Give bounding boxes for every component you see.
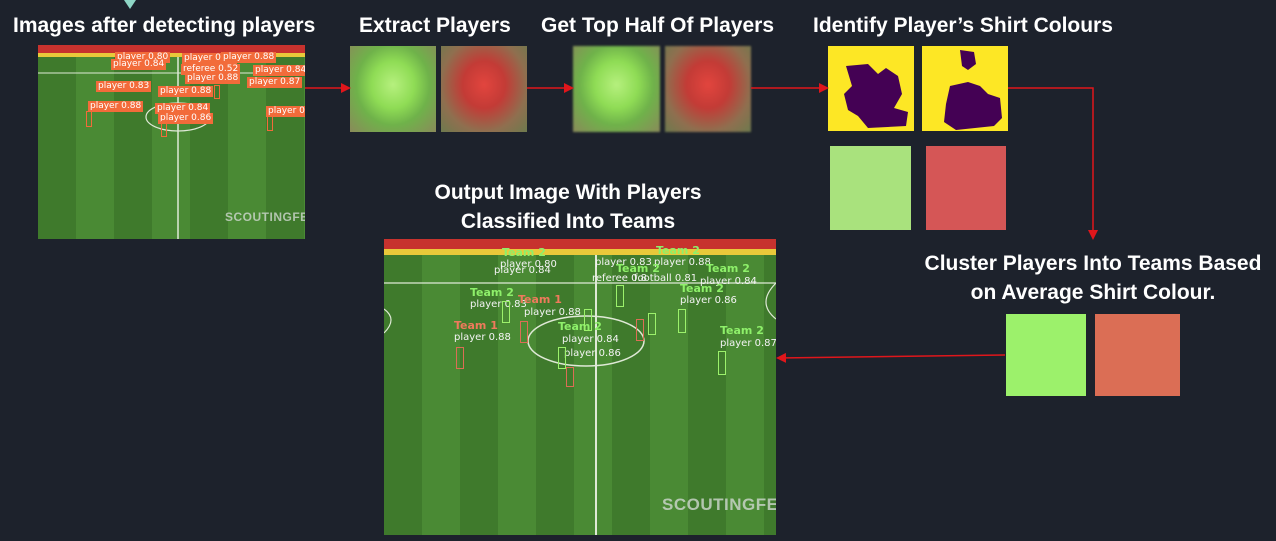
score-label: football 0.81 bbox=[634, 273, 698, 284]
shirt-mask-red-player bbox=[922, 46, 1008, 131]
team-label: Team 2 bbox=[558, 320, 602, 333]
output-teams-image: Team 2 player 0.80 player 0.84 Team 2 pl… bbox=[384, 239, 776, 535]
watermark: SCOUTINGFEED bbox=[662, 495, 776, 514]
team-green-box bbox=[502, 301, 510, 323]
avg-colour-green-swatch bbox=[830, 146, 911, 230]
player-box bbox=[86, 111, 92, 127]
detection-label: player 0.88 bbox=[158, 86, 214, 97]
title-top-half: Get Top Half Of Players bbox=[541, 14, 774, 37]
player-box bbox=[214, 85, 220, 99]
team-label: Team 1 bbox=[454, 319, 498, 332]
team-green-box bbox=[718, 351, 726, 375]
score-label: player 0.88 bbox=[524, 307, 581, 318]
score-label: player 0.83 bbox=[470, 299, 527, 310]
team-red-box bbox=[456, 347, 464, 369]
title-identify: Identify Player’s Shirt Colours bbox=[813, 14, 1113, 37]
detection-label: player 0.88 bbox=[185, 73, 241, 84]
detection-label: player 0.84 bbox=[253, 65, 305, 76]
detection-label: player 0.80 bbox=[115, 52, 171, 63]
team-green-box bbox=[678, 309, 686, 333]
avg-colour-red-swatch bbox=[926, 146, 1006, 230]
score-label: player 0.84 bbox=[494, 265, 551, 276]
player-box bbox=[161, 121, 167, 137]
detection-label: player 0.87 bbox=[247, 77, 303, 88]
team-label: Team 2 bbox=[680, 282, 724, 295]
team-green-box bbox=[648, 313, 656, 335]
extracted-player-green bbox=[350, 46, 436, 132]
detection-label: player 0.88 bbox=[88, 101, 144, 112]
team-green-box bbox=[616, 285, 624, 307]
team-label: Team 1 bbox=[518, 293, 562, 306]
score-label: player 0.88 bbox=[454, 332, 511, 343]
score-label: referee 0.8 bbox=[592, 273, 647, 284]
team-red-box bbox=[636, 319, 644, 341]
score-label: player 0.80 bbox=[500, 259, 557, 270]
team-label: Team 2 bbox=[616, 262, 660, 275]
corner-mark-icon bbox=[124, 0, 136, 9]
team-label: Team 2 bbox=[706, 262, 750, 275]
extracted-player-red bbox=[441, 46, 527, 132]
detection-label: player 0.84 bbox=[111, 59, 167, 70]
score-label: player 0.84 bbox=[562, 334, 619, 345]
score-label: player 0.88 bbox=[654, 257, 711, 268]
top-half-player-red bbox=[665, 46, 751, 132]
top-half-player-green bbox=[573, 46, 660, 132]
team-label: Team 2 bbox=[470, 286, 514, 299]
team-colour-red-swatch bbox=[1095, 314, 1180, 396]
team-label: Team 2 bbox=[656, 244, 700, 257]
detection-label: player 0.88 bbox=[221, 52, 277, 63]
shirt-mask-green-player bbox=[828, 46, 914, 131]
detection-label: player 0.52 bbox=[182, 53, 238, 64]
team-label: Team 2 bbox=[502, 246, 546, 259]
team-green-box bbox=[558, 347, 566, 369]
team-green-box bbox=[584, 309, 592, 331]
score-label: player 0.83 bbox=[595, 257, 652, 268]
team-red-box bbox=[566, 367, 574, 387]
detection-label: player 0.86 bbox=[158, 113, 214, 124]
score-label: player 0.86 bbox=[680, 295, 737, 306]
arrow-identify-to-cluster bbox=[1008, 87, 1098, 240]
title-extract: Extract Players bbox=[359, 14, 511, 37]
watermark: SCOUTINGFEED bbox=[225, 210, 305, 224]
detection-label: referee 0.52 bbox=[181, 64, 241, 75]
team-red-box bbox=[520, 321, 528, 343]
score-label: player 0.84 bbox=[700, 276, 757, 287]
output-pitch-lines bbox=[384, 239, 776, 535]
player-box bbox=[267, 115, 273, 131]
detection-label: player 0.83 bbox=[96, 81, 152, 92]
detected-players-image: player 0.80 player 0.84 player 0.52 play… bbox=[38, 45, 305, 239]
arrow-cluster-to-output bbox=[776, 352, 1006, 363]
score-label: player 0.86 bbox=[564, 348, 621, 359]
title-cluster: Cluster Players Into Teams Based on Aver… bbox=[924, 252, 1262, 304]
title-output: Output Image With Players Classified Int… bbox=[434, 181, 702, 233]
score-label: player 0.87 bbox=[720, 338, 776, 349]
detection-label: player 0.84 bbox=[155, 103, 211, 114]
title-detect: Images after detecting players bbox=[13, 14, 316, 37]
team-label: Team 2 bbox=[720, 324, 764, 337]
detection-label: player 0.88 bbox=[266, 106, 305, 117]
team-colour-green-swatch bbox=[1006, 314, 1086, 396]
